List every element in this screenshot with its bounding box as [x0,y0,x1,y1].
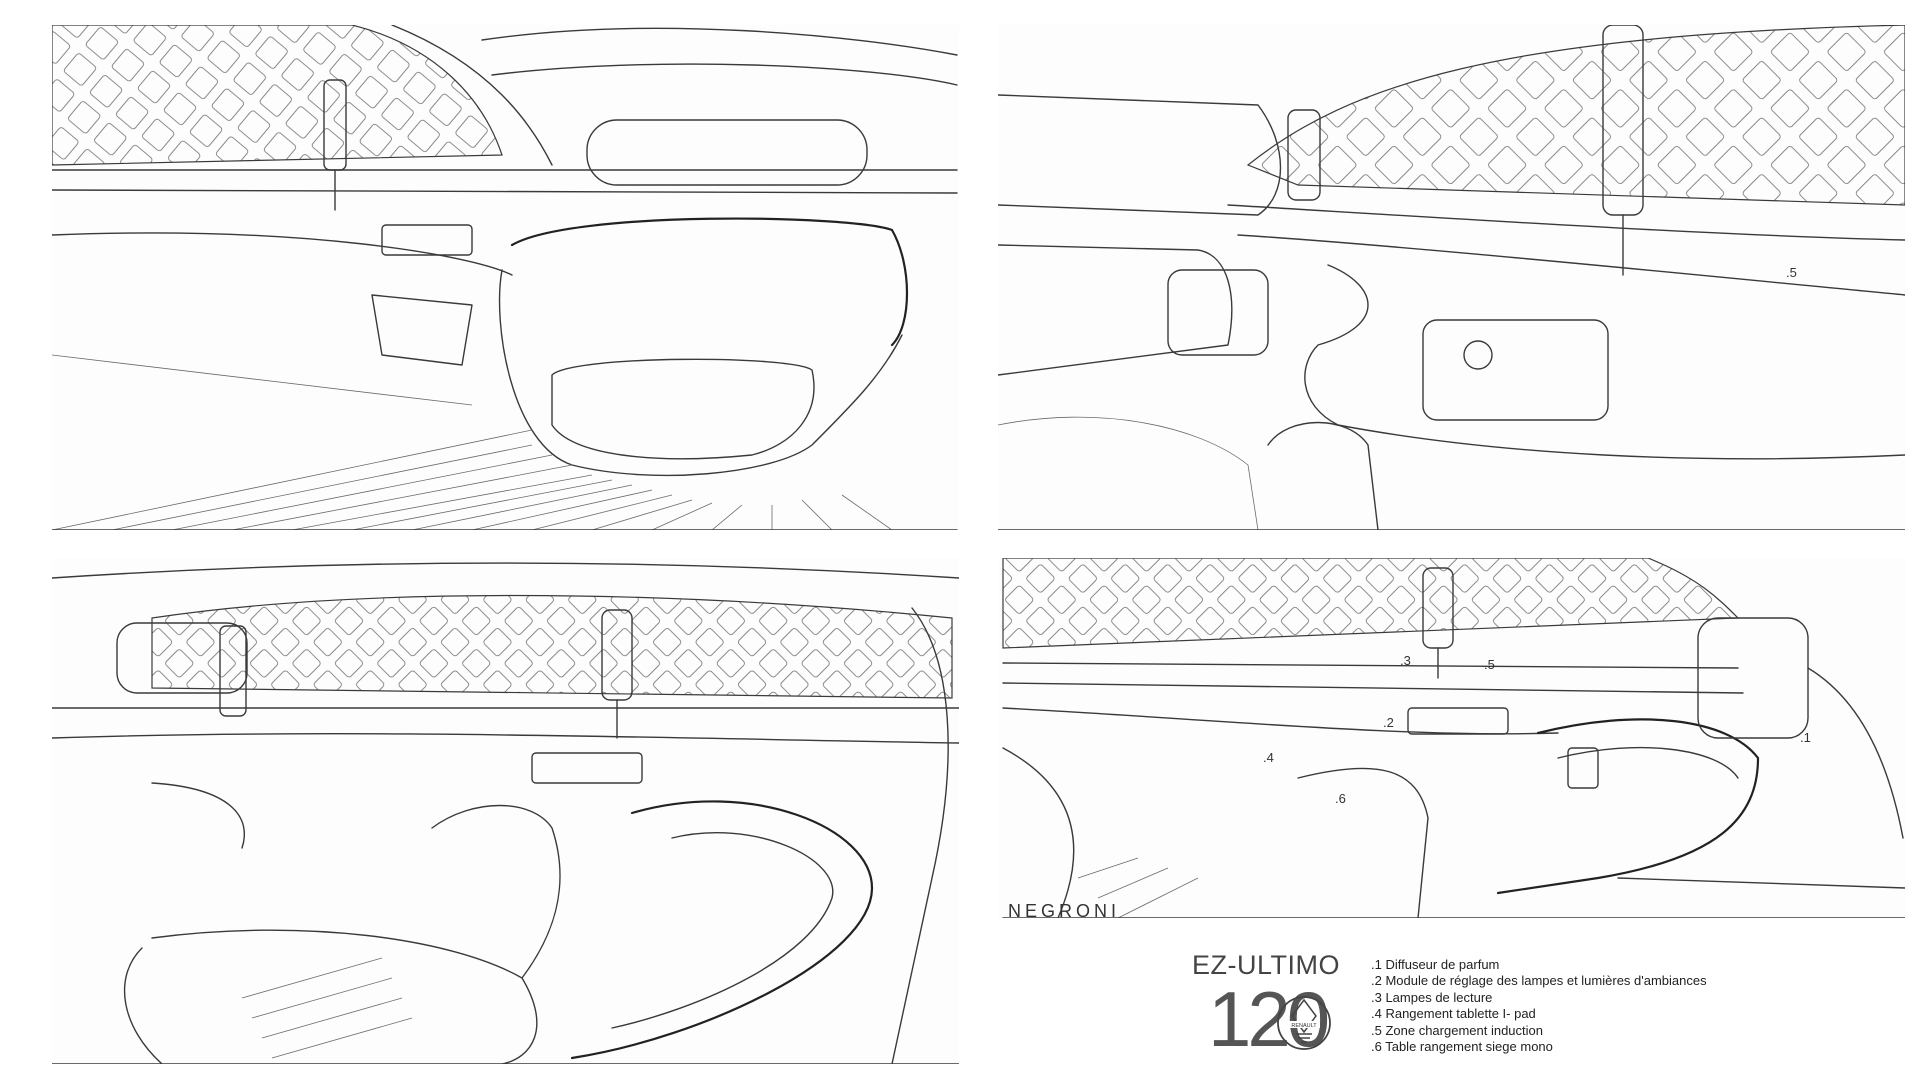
sketch-bottom-right-drawing [1002,558,1905,918]
sketch-top-right-drawing [998,25,1905,530]
brand-block: EZ-ULTIMO 120 RENAULT [1192,950,1342,1070]
legend-item: .6 Table rangement siege mono [1371,1039,1553,1055]
callout-5: .5 [1786,265,1797,280]
legend-item: .3 Lampes de lecture [1371,989,1493,1005]
sketch-bottom-left-drawing [52,562,959,1064]
renault-logo: RENAULT [1277,996,1331,1050]
callout-5: .5 [1484,657,1495,672]
brand-title: EZ-ULTIMO [1192,950,1340,980]
callout-4: .4 [1263,750,1274,765]
callout-2: .2 [1383,715,1394,730]
legend-item: .5 Zone chargement induction [1371,1022,1543,1038]
sketch-panel-bottom-left [52,558,959,1064]
brand-number: 120 [1208,975,1330,1063]
artist-signature: NEGRONI [1008,901,1121,918]
renault-logo-text: RENAULT [1291,1023,1317,1029]
sketch-panel-top-left [52,25,959,530]
legend-item: .4 Rangement tablette I- pad [1371,1006,1536,1022]
callout-6: .6 [1335,791,1346,806]
legend-item: .2 Module de réglage des lampes et lumiè… [1371,973,1707,989]
legend-item: .1 Diffuseur de parfum [1371,957,1500,972]
callout-1: .1 [1800,730,1811,745]
sketch-panel-top-right: .5 [998,25,1905,530]
sketch-top-left-drawing [52,25,958,530]
sketch-panel-bottom-right: .1 .2 .3 .4 .5 .6 NEGRONI [998,558,1905,918]
callout-3: .3 [1400,653,1411,668]
legend: .1 Diffuseur de parfum .2 Module de régl… [1371,957,1707,1055]
